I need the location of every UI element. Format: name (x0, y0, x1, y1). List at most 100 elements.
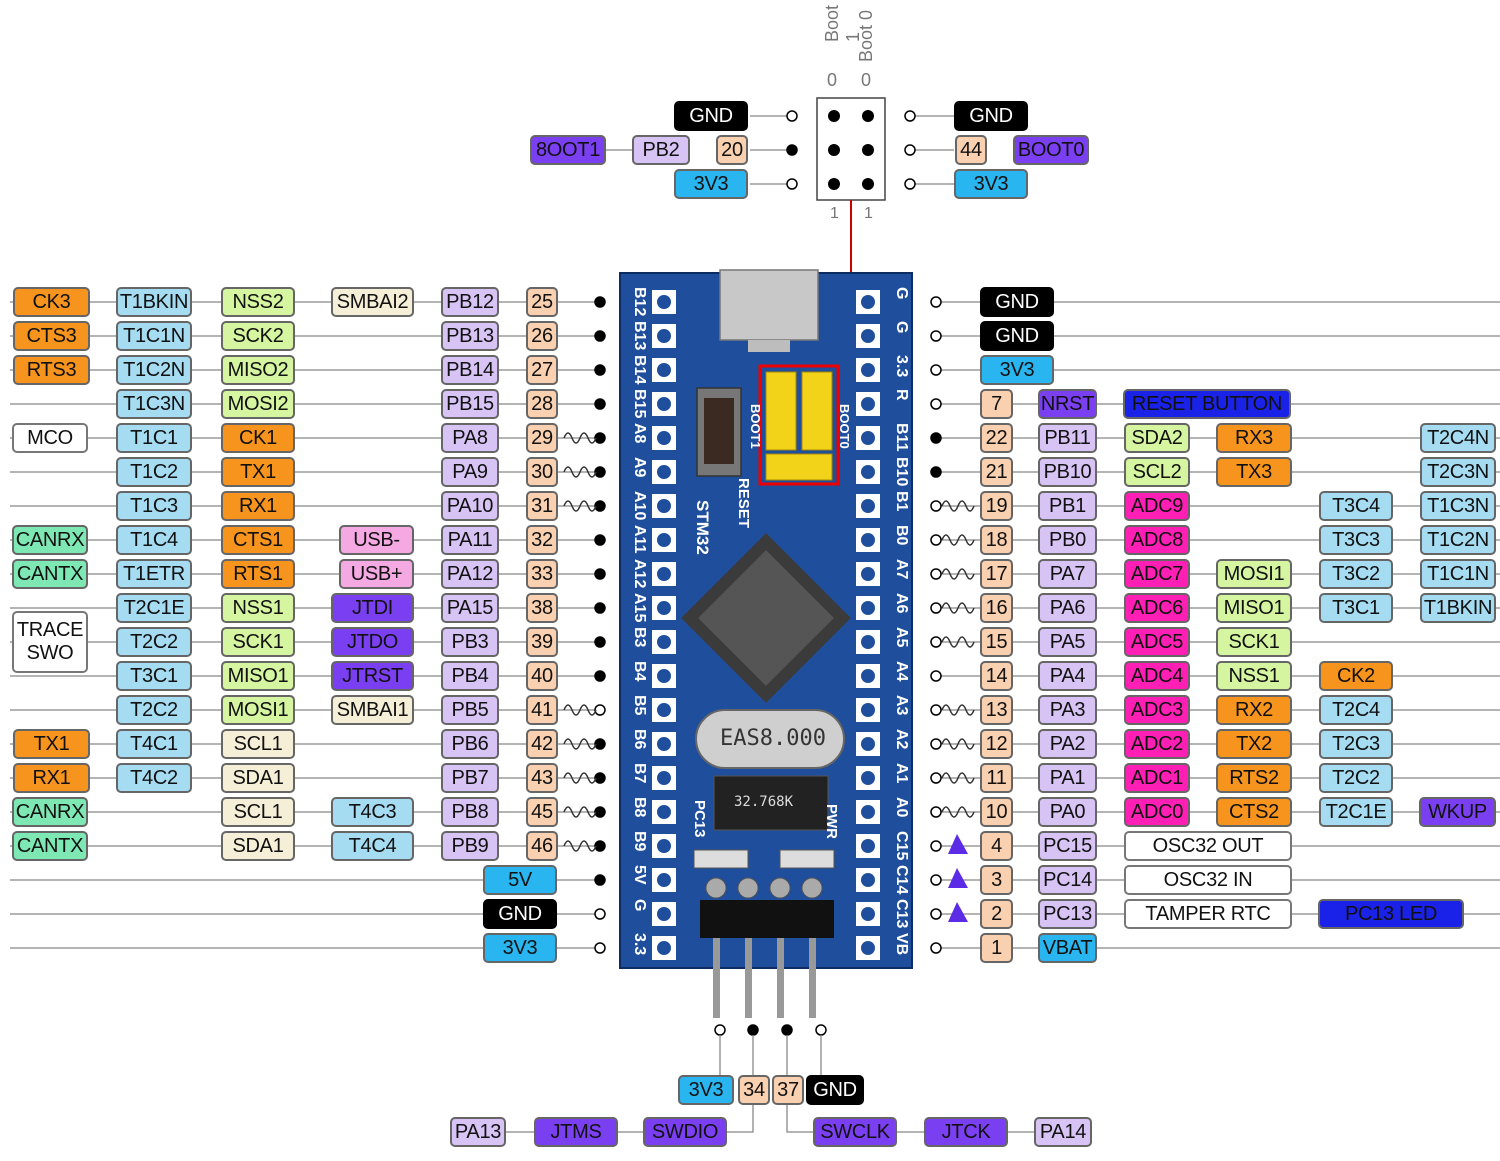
pin-label-cts3: CTS3 (13, 321, 90, 351)
pin-label-jtck: JTCK (924, 1117, 1008, 1147)
pin-label-25: 25 (526, 287, 558, 317)
pin-label-11: 11 (980, 763, 1013, 793)
pin-label-adc7: ADC7 (1124, 559, 1190, 589)
pin-label-adc6: ADC6 (1124, 593, 1190, 623)
pin-label-adc1: ADC1 (1124, 763, 1190, 793)
tolerance-triangle (948, 902, 968, 922)
pin-label-pb4: PB4 (441, 661, 499, 691)
board-pad-hole (657, 567, 671, 581)
crystal-8mhz (695, 709, 845, 769)
boot0-header-label: Boot 0 (856, 9, 876, 62)
pin-label-cantx: CANTX (12, 559, 88, 589)
pin-label-rx1: RX1 (221, 491, 295, 521)
pin-label-pa1: PA1 (1038, 763, 1097, 793)
pin-dot (594, 602, 606, 614)
pin-label-pb0: PB0 (1038, 525, 1097, 555)
pin-label-miso1: MISO1 (1216, 593, 1292, 623)
board-pad-hole (861, 907, 875, 921)
pin-label-t1etr: T1ETR (116, 559, 192, 589)
pin-label-t1bkin: T1BKIN (1420, 593, 1496, 623)
pin-label-30: 30 (526, 457, 558, 487)
boot-header-bottom-right: 1 (864, 205, 873, 222)
board-pad-hole (657, 363, 671, 377)
swd-dot (815, 1024, 827, 1036)
boot-dot (904, 144, 916, 156)
boot0-jumper (801, 371, 833, 451)
swd-pin (809, 938, 816, 1018)
pin-label-pa6: PA6 (1038, 593, 1097, 623)
board-pad-hole (657, 805, 671, 819)
silk-left-pin: A11 (631, 525, 648, 554)
pin-label-jtdi: JTDI (331, 593, 414, 623)
boot-dot (904, 110, 916, 122)
pin-label-10: 10 (980, 797, 1013, 827)
pin-label-adc4: ADC4 (1124, 661, 1190, 691)
pin-label-tx1: TX1 (13, 729, 90, 759)
pin-label-rts1: RTS1 (221, 559, 295, 589)
boot-dot (786, 144, 798, 156)
pin-label-pb10: PB10 (1038, 457, 1097, 487)
pin-label-rts3: RTS3 (13, 355, 90, 385)
analog-wave (941, 602, 975, 614)
pin-dot (594, 806, 606, 818)
pin-label-t3c3: T3C3 (1319, 525, 1393, 555)
swd-pin-pad (801, 877, 823, 899)
pin-label-tx3: TX3 (1216, 457, 1292, 487)
pin-label-pb11: PB11 (1038, 423, 1097, 453)
silk-right-pin: A2 (893, 729, 910, 750)
pin-label-17: 17 (980, 559, 1013, 589)
pin-dot (930, 704, 942, 716)
pin-label-t3c4: T3C4 (1319, 491, 1393, 521)
pin-label-34: 34 (738, 1075, 770, 1105)
silk-right-pin: C15 (893, 831, 910, 861)
analog-wave (563, 704, 597, 716)
pin-label-29: 29 (526, 423, 558, 453)
pin-label-33: 33 (526, 559, 558, 589)
pin-label-pc13-led: PC13 LED (1318, 899, 1464, 929)
pin-label-t2c4: T2C4 (1319, 695, 1393, 725)
pin-dot (594, 840, 606, 852)
pin-label-smbai1: SMBAI1 (331, 695, 414, 725)
pin-label-pb2: PB2 (632, 135, 690, 165)
pin-label-sck1: SCK1 (1216, 627, 1292, 657)
pin-label-t1c1n: T1C1N (1420, 559, 1496, 589)
pin-label-tamper-rtc: TAMPER RTC (1124, 899, 1292, 929)
pin-label-pa7: PA7 (1038, 559, 1097, 589)
pin-label-wkup: WKUP (1419, 797, 1496, 827)
pin-label-42: 42 (526, 729, 558, 759)
pin-label-16: 16 (980, 593, 1013, 623)
swd-wire (727, 1105, 754, 1133)
pin-label-40: 40 (526, 661, 558, 691)
analog-wave (941, 500, 975, 512)
board-pad-hole (657, 669, 671, 683)
pin-label-adc2: ADC2 (1124, 729, 1190, 759)
pin-label-cantx: CANTX (12, 831, 88, 861)
board-pad-hole (657, 771, 671, 785)
pin-label-scl1: SCL1 (221, 797, 295, 827)
pin-label-jtrst: JTRST (331, 661, 414, 691)
pin-label-t3c2: T3C2 (1319, 559, 1393, 589)
analog-wave (941, 806, 975, 818)
pin-label-t1c2n: T1C2N (116, 355, 192, 385)
board-pad-hole (657, 533, 671, 547)
pin-label-pb6: PB6 (441, 729, 499, 759)
pin-label-t4c2: T4C2 (116, 763, 192, 793)
led-pc13 (693, 849, 749, 869)
board-pad-hole (861, 703, 875, 717)
pin-label-31: 31 (526, 491, 558, 521)
pin-label-tx2: TX2 (1216, 729, 1292, 759)
pin-dot (930, 942, 942, 954)
board-pad-hole (861, 669, 875, 683)
header-pin (862, 144, 874, 156)
swd-pin (713, 938, 720, 1018)
pin-dot (930, 874, 942, 886)
pin-label-usb-: USB- (339, 525, 414, 555)
tolerance-triangle (948, 868, 968, 888)
silk-left-pin: B12 (631, 287, 648, 317)
silk-left-pin: B7 (631, 763, 648, 784)
pin-label-t1c2: T1C2 (116, 457, 192, 487)
pin-label-cts1: CTS1 (221, 525, 295, 555)
pin-label-mosi1: MOSI1 (221, 695, 295, 725)
boot-dot (786, 178, 798, 190)
